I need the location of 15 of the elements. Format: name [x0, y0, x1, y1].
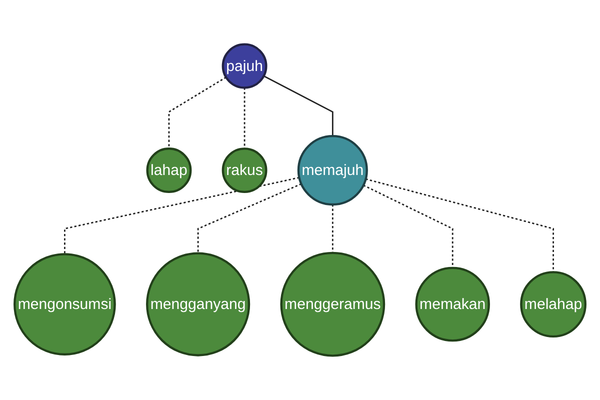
connector	[244, 88, 246, 149]
connector	[197, 183, 302, 254]
connector	[263, 75, 334, 136]
connector	[363, 184, 454, 268]
node-circle: lahap	[146, 148, 192, 194]
node-circle: pajuh	[222, 43, 268, 89]
node-circle: mengonsumsi	[14, 253, 116, 356]
node-circle: memajuh	[297, 135, 368, 206]
node-circle: rakus	[222, 148, 268, 193]
node-circle: melahap	[520, 271, 586, 338]
connector	[64, 176, 300, 254]
node-circle: memakan	[415, 266, 490, 342]
connector	[168, 76, 226, 149]
node-circle: mengganyang	[146, 252, 250, 356]
node-circle: menggeramus	[280, 252, 386, 357]
